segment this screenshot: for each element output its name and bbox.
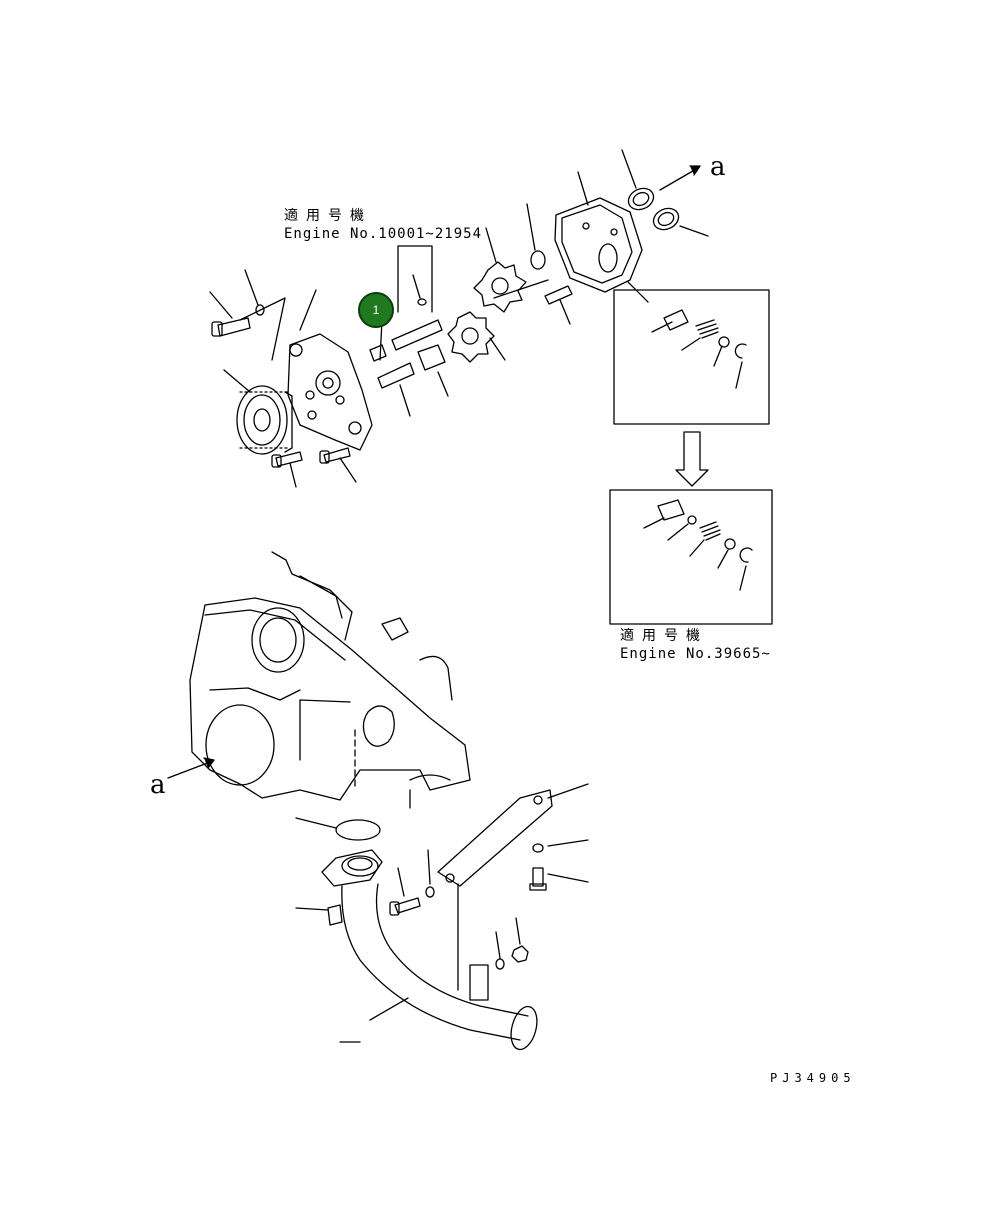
arrow-letter-top: a <box>710 152 726 182</box>
engine-block <box>190 552 470 808</box>
pump-cover-plate <box>288 290 372 450</box>
bolt-washer-top-left <box>210 270 285 360</box>
pump-body <box>527 172 648 324</box>
drawing-code: PJ34905 <box>770 1071 856 1085</box>
down-arrow <box>676 432 708 486</box>
applies-label-top: 適用号機 <box>284 208 372 224</box>
arrow-left <box>168 758 214 778</box>
seal-rings <box>622 150 708 236</box>
rotor-gears <box>448 228 548 362</box>
callout-badge[interactable]: 1 <box>358 292 394 328</box>
engine-range-top: Engine No.10001~21954 <box>284 226 483 242</box>
pump-gear <box>224 370 292 454</box>
relief-valve-box-lower <box>610 490 772 624</box>
bushings-and-pins <box>370 246 448 416</box>
engine-range-bottom: Engine No.39665~ <box>620 646 771 662</box>
arrow-letter-left: a <box>150 770 166 800</box>
relief-valve-box-upper <box>614 290 769 424</box>
bolts-and-nuts-lower <box>296 840 588 1042</box>
support-bracket <box>438 784 588 990</box>
oil-strainer-pipe <box>296 818 541 1052</box>
applies-label-bottom: 適用号機 <box>620 628 708 644</box>
bolts-bottom-left <box>272 448 356 487</box>
